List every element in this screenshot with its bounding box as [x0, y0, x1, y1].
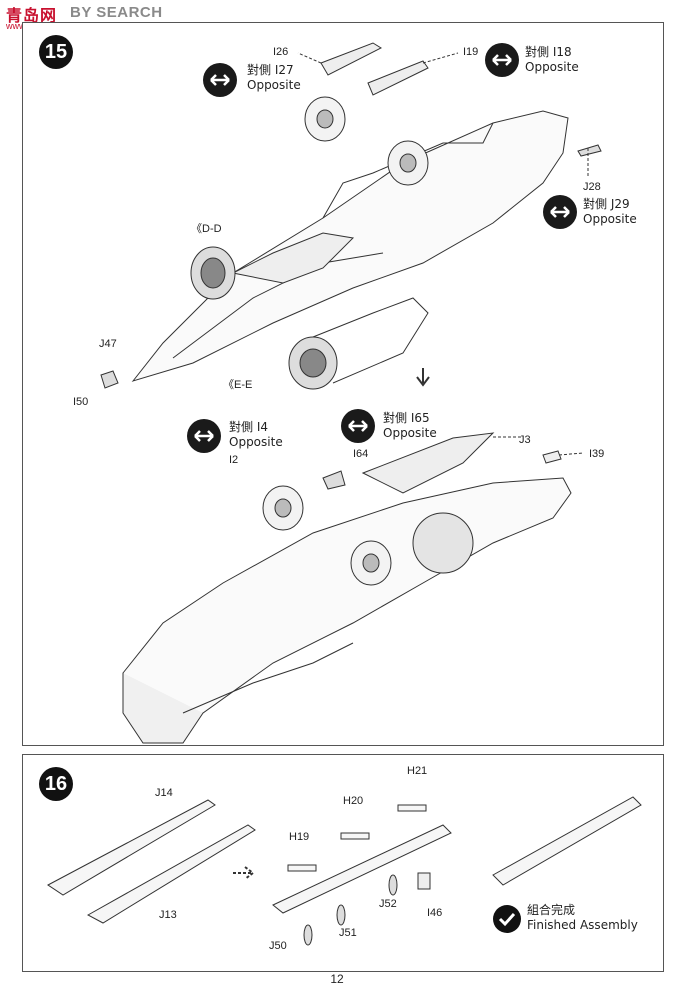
part-label: I46 — [427, 907, 443, 919]
note-i65-en: Opposite — [383, 426, 437, 440]
part-label: H21 — [407, 765, 428, 777]
opposite-icon — [341, 409, 375, 443]
note-j29: 對側 J29 Opposite — [583, 197, 637, 227]
page-number: 12 — [330, 972, 344, 986]
step-16-panel: 16 J14 J13 H21 H20 H19 J52 I46 J51 J50 — [22, 754, 664, 972]
step-15-illustration — [100, 42, 602, 744]
part-label: I39 — [589, 448, 605, 460]
part-label: J47 — [99, 338, 117, 350]
step-15-panel: 15 — [22, 22, 664, 746]
note-j29-cn: 對側 J29 — [583, 197, 630, 211]
part-label: J28 — [583, 181, 601, 193]
site-logo-cn: 青岛网 — [6, 6, 58, 25]
part-label: I64 — [353, 448, 369, 460]
part-label: H19 — [289, 831, 310, 843]
note-i27-en: Opposite — [247, 78, 301, 92]
note-i18: 對側 I18 Opposite — [525, 45, 579, 75]
note-i27: 對側 I27 Opposite — [247, 63, 301, 93]
site-logo-en: BY SEARCH — [70, 4, 163, 21]
part-label: 《D-D — [191, 223, 222, 235]
opposite-icon — [203, 63, 237, 97]
note-i65: 對側 I65 Opposite — [383, 411, 437, 441]
note-i18-cn: 對側 I18 — [525, 45, 572, 59]
opposite-icon — [187, 419, 221, 453]
part-label: I50 — [73, 396, 89, 408]
opposite-icon — [485, 43, 519, 77]
part-label: I2 — [229, 454, 239, 466]
part-label: J50 — [269, 940, 287, 952]
note-i18-en: Opposite — [525, 60, 579, 74]
finished-assembly-note: 組合完成 Finished Assembly — [527, 903, 638, 933]
part-label: J52 — [379, 898, 397, 910]
note-i4: 對側 I4 Opposite — [229, 420, 283, 450]
part-label: I26 — [273, 46, 289, 58]
part-label: 《E-E — [223, 379, 253, 391]
note-i65-cn: 對側 I65 — [383, 411, 430, 425]
step-16-illustration — [47, 796, 642, 946]
opposite-icon — [543, 195, 577, 229]
part-label: I19 — [463, 46, 479, 58]
note-i4-cn: 對側 I4 — [229, 420, 268, 434]
part-label: J13 — [159, 909, 177, 921]
finished-en: Finished Assembly — [527, 918, 638, 932]
part-label: J14 — [155, 787, 173, 799]
step-16-badge: 16 — [39, 767, 73, 801]
finished-cn: 組合完成 — [527, 903, 576, 917]
checkmark-icon — [493, 905, 521, 933]
part-label: J51 — [339, 927, 357, 939]
note-i27-cn: 對側 I27 — [247, 63, 294, 77]
note-j29-en: Opposite — [583, 212, 637, 226]
part-label: H20 — [343, 795, 364, 807]
part-label: J3 — [519, 434, 531, 446]
note-i4-en: Opposite — [229, 435, 283, 449]
step-15-badge: 15 — [39, 35, 73, 69]
